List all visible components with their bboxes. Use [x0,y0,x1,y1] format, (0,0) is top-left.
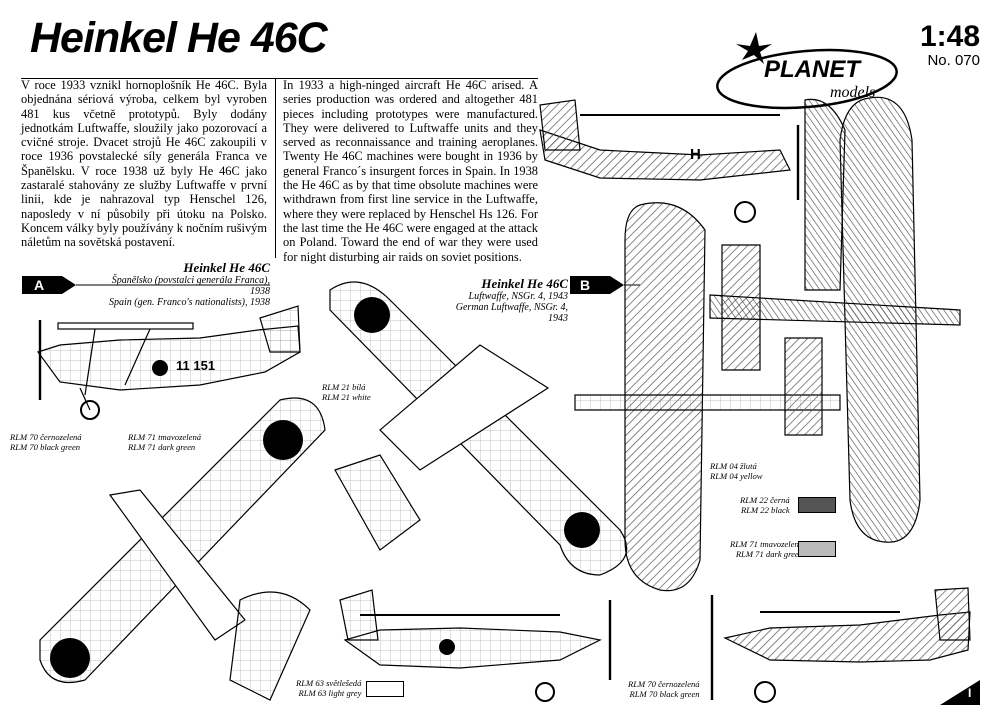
kit-number: No. 070 [927,52,980,69]
variant-a-name: Heinkel He 46C [183,260,270,275]
plan-view-spanish-top [329,281,628,576]
page-title: Heinkel He 46C [30,14,328,62]
swatch-rlm22 [798,497,836,513]
history-text-czech: V roce 1933 vznikl hornoplošník He 46C. … [21,78,267,250]
variant-b-letter: B [580,277,591,293]
variant-a-tag-shape [22,276,76,294]
side-view-spanish [37,305,301,420]
side-view-luftwaffe-2 [710,587,971,703]
plan-view-luftwaffe-top [574,202,841,592]
roundel-a-side-2 [439,639,455,655]
variant-b-name: Heinkel He 46C [481,276,568,291]
roundel-a-side [152,360,168,376]
history-text-english: In 1933 a high-ninged aircraft He 46C ar… [283,78,538,264]
side-view-spanish-2 [339,589,612,702]
variant-b-code: H [690,146,701,163]
scale-block: 1:48 No. 070 [920,22,980,70]
roundel-a-top-2 [564,512,600,548]
variant-b-tag-shape [570,276,624,294]
variant-b-line2: German Luftwaffe, NSGr. 4, 1943 [455,302,568,324]
planet-models-logo: PLANET models [712,24,902,114]
variant-a-letter: A [34,277,45,293]
text-top-rule [21,78,538,79]
page-number: I [968,686,972,700]
roundel-a-bottom-2 [50,638,90,678]
roundel-a-top-1 [354,297,390,333]
variant-b-caption: Heinkel He 46C Luftwaffe, NSGr. 4, 1943 … [440,276,568,324]
text-column-divider [275,78,276,258]
plan-view-luftwaffe-bottom [709,96,961,543]
scale-label: 1:48 [919,20,980,53]
roundel-a-bottom-1 [263,420,303,460]
variant-a-code: 11 151 [176,358,216,373]
swatch-rlm71 [798,541,836,557]
variant-a-caption: Heinkel He 46C Španělsko (povstalci gene… [100,260,270,308]
logo-text-bottom: models [830,84,876,101]
page-corner [940,680,980,705]
swatch-rlm63 [366,681,404,697]
variant-a-line1: Španělsko (povstalci generála Franca), 1… [111,275,270,297]
plan-view-spanish-bottom [39,397,326,701]
variant-a-line2: Spain (gen. Franco's nationalists), 1938 [108,297,270,308]
variant-b-line1: Luftwaffe, NSGr. 4, 1943 [468,291,568,302]
side-view-luftwaffe [539,99,800,223]
logo-text-top: PLANET [764,56,860,83]
